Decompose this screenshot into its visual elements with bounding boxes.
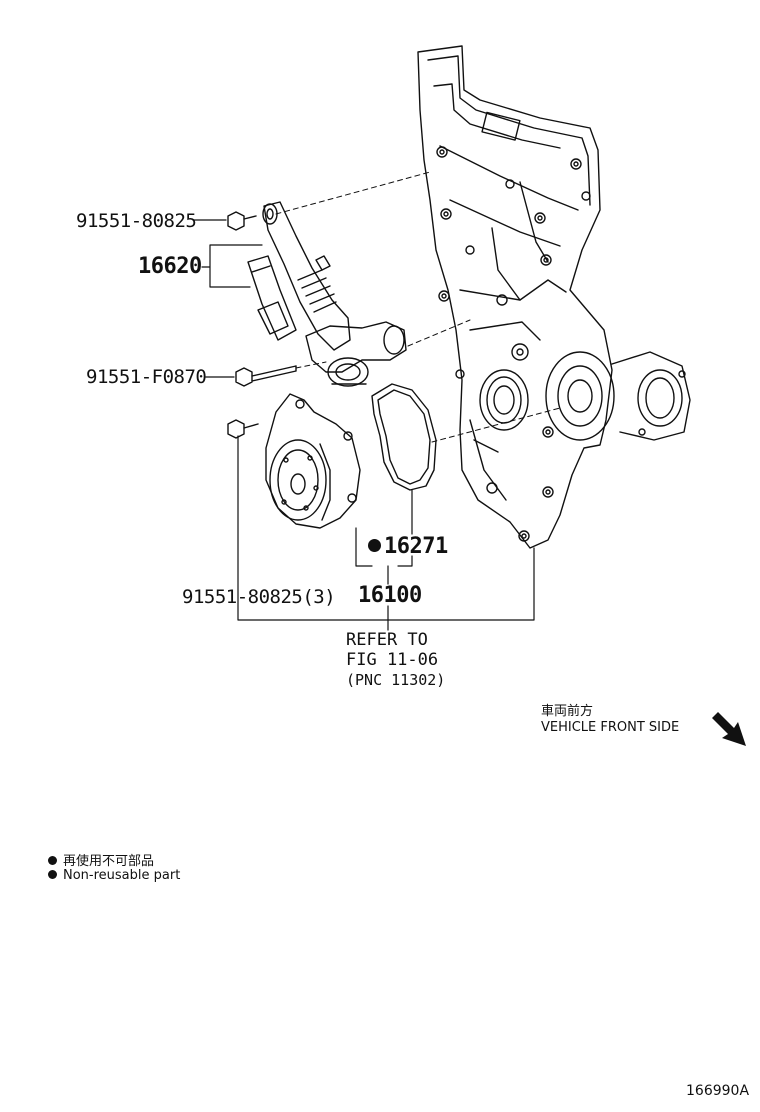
part-label-bolt-pump[interactable]: 91551-80825(3)	[182, 586, 336, 608]
part-label-tensioner-assy[interactable]: 16620	[138, 254, 202, 279]
figure-id: 166990A	[686, 1083, 750, 1099]
leader-lines	[192, 219, 535, 631]
bolt-drawings	[227, 211, 297, 439]
direction-en: VEHICLE FRONT SIDE	[541, 720, 680, 735]
part-label-water-pump[interactable]: 16100	[358, 583, 422, 608]
legend-jp: 再使用不可部品	[48, 850, 154, 869]
timing-chain-cover-drawing	[417, 45, 691, 549]
direction-jp: 車両前方	[541, 704, 594, 719]
refer-line-2[interactable]: FIG 11-06	[346, 650, 439, 670]
vehicle-front-arrow-icon	[712, 712, 746, 746]
bullet-icon	[48, 870, 57, 879]
gasket-drawing	[371, 383, 437, 491]
chain-tensioner-drawing	[247, 201, 407, 387]
gasket-number: 16271	[384, 534, 448, 559]
part-label-bolt-tensioner[interactable]: 91551-80825	[76, 210, 197, 232]
projection-lines	[275, 171, 561, 443]
part-label-gasket[interactable]: 16271	[368, 534, 448, 559]
legend-jp-text: 再使用不可部品	[63, 854, 155, 869]
part-label-bolt-long[interactable]: 91551-F0870	[86, 366, 207, 388]
bullet-icon	[48, 856, 57, 865]
legend-en-text: Non-reusable part	[63, 868, 181, 883]
non-reusable-marker-icon	[368, 539, 381, 552]
refer-line-3: (PNC 11302)	[346, 671, 446, 689]
water-pump-drawing	[265, 393, 361, 529]
legend-en: Non-reusable part	[48, 868, 180, 883]
refer-line-1: REFER TO	[346, 630, 428, 650]
refer-note: REFER TO FIG 11-06 (PNC 11302)	[346, 630, 445, 690]
